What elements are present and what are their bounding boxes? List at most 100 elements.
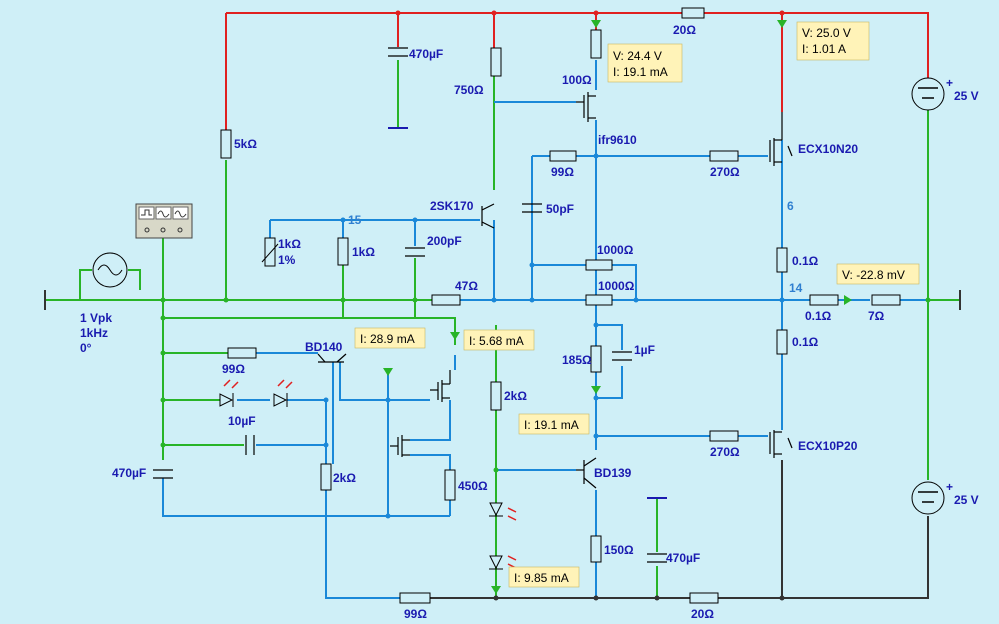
label-q-ifr9610: ifr9610: [598, 133, 637, 147]
resistor-185: [590, 345, 602, 373]
probe-vas-current: I: 5.68 mA: [469, 334, 524, 348]
label-r-150: 150Ω: [604, 543, 634, 557]
label-r-2k-left: 2kΩ: [333, 471, 356, 485]
probe-output[interactable]: V: -22.8 mV: [836, 263, 920, 285]
label-v-bot: 25 V: [954, 493, 979, 507]
label-c-200p: 200pF: [427, 234, 462, 248]
label-c-1u: 1µF: [634, 343, 655, 357]
resistor-0.1-out: [809, 294, 839, 306]
label-r-99-upper: 99Ω: [551, 165, 574, 179]
ground-wires: [45, 60, 960, 598]
mosfet-bias-upper: [430, 370, 451, 402]
resistor-750: [490, 47, 502, 77]
terminals: [44, 127, 961, 499]
label-r-0.1-bot: 0.1Ω: [792, 335, 819, 349]
probe-led[interactable]: I: 9.85 mA: [508, 566, 580, 588]
resistor-99-bot: [399, 592, 431, 604]
label-r-7: 7Ω: [868, 309, 885, 323]
resistors: [220, 7, 901, 604]
label-r-100: 100Ω: [562, 73, 592, 87]
label-r-99-mid: 99Ω: [222, 362, 245, 376]
label-r-1000-b: 1000Ω: [598, 279, 635, 293]
probe-bd140-current: I: 28.9 mA: [360, 332, 415, 346]
led-mid-1: [489, 502, 517, 521]
capacitor-1u: [612, 351, 632, 361]
transistors: [317, 92, 793, 489]
oscilloscope-icon[interactable]: [135, 203, 193, 239]
bjt-bd140: [317, 353, 347, 363]
probe-ifr9610[interactable]: V: 24.4 V I: 19.1 mA: [607, 43, 683, 83]
label-r-0.1-out: 0.1Ω: [805, 309, 832, 323]
label-r-0.1-top: 0.1Ω: [792, 254, 819, 268]
label-r-20-bot: 20Ω: [691, 607, 714, 621]
probe-output-voltage: V: -22.8 mV: [842, 268, 905, 282]
capacitors: [153, 47, 667, 563]
label-r-1k-trim-tol: 1%: [278, 253, 296, 267]
mosfet-bias-lower: [390, 435, 410, 457]
label-q-bd139: BD139: [594, 466, 632, 480]
label-r-270-upper: 270Ω: [710, 165, 740, 179]
bjt-bd139: [576, 457, 597, 489]
node-14: 14: [789, 281, 803, 295]
label-q-ecx10p20: ECX10P20: [798, 439, 858, 453]
capacitor-10u: [245, 435, 255, 455]
label-c-470u-bot: 470µF: [666, 551, 700, 565]
node-labels: 15 6 14: [348, 199, 803, 295]
label-q-2sk170: 2SK170: [430, 199, 474, 213]
probe-ifr9610-current: I: 19.1 mA: [613, 65, 668, 79]
capacitor-50p: [522, 203, 542, 213]
label-q-bd140: BD140: [305, 340, 343, 354]
label-r-47: 47Ω: [455, 279, 478, 293]
probe-ifr9610-voltage: V: 24.4 V: [613, 49, 662, 63]
label-q-ecx10n20: ECX10N20: [798, 142, 858, 156]
resistor-270-upper: [709, 150, 739, 162]
resistor-99-mid: [227, 347, 257, 359]
capacitor-470u-top: [388, 47, 408, 57]
label-c-470u-top: 470µF: [409, 47, 443, 61]
resistor-1k: [337, 237, 349, 266]
jfet-2sk170: [481, 203, 495, 229]
label-c-50p: 50pF: [546, 202, 574, 216]
resistor-1000-b: [585, 294, 613, 306]
resistor-150: [590, 535, 602, 563]
capacitor-200p: [405, 247, 425, 257]
label-v-top-plus: +: [946, 76, 953, 90]
probe-vas[interactable]: I: 5.68 mA: [463, 329, 535, 351]
capacitor-470u-bot: [647, 553, 667, 563]
label-r-270-lower: 270Ω: [710, 445, 740, 459]
resistor-1k-trim: [264, 237, 276, 267]
capacitor-470u-left: [153, 469, 173, 479]
label-r-185: 185Ω: [562, 353, 592, 367]
probe-led-current: I: 9.85 mA: [514, 571, 569, 585]
label-r-750: 750Ω: [454, 83, 484, 97]
label-v-bot-plus: +: [946, 480, 953, 494]
led-left-2: [273, 379, 293, 407]
resistor-450: [444, 469, 456, 501]
resistor-99-upper: [549, 150, 577, 162]
dc-source-bot: [911, 481, 945, 515]
node-15: 15: [348, 213, 362, 227]
node-6: 6: [787, 199, 794, 213]
probe-supply[interactable]: V: 25.0 V I: 1.01 A: [796, 21, 870, 61]
component-labels: 20Ω 470µF 750Ω 100Ω ifr9610 5kΩ 99Ω 270Ω…: [80, 23, 979, 621]
label-r-99-bot: 99Ω: [404, 607, 427, 621]
leds: [219, 379, 517, 570]
resistor-20-top: [681, 7, 705, 19]
resistor-2k-mid: [490, 381, 502, 411]
label-r-1k-trim: 1kΩ: [278, 237, 301, 251]
label-r-1000-a: 1000Ω: [597, 243, 634, 257]
probe-bd140[interactable]: I: 28.9 mA: [354, 327, 426, 349]
label-r-20-top: 20Ω: [673, 23, 696, 37]
label-r-5k: 5kΩ: [234, 137, 257, 151]
probe-supply-current: I: 1.01 A: [802, 42, 846, 56]
signal-wires: [162, 60, 928, 599]
mosfet-ifr9610: [576, 92, 596, 122]
mosfet-ecx10p20: [769, 430, 793, 458]
negative-rail-wires: [430, 460, 929, 599]
resistor-0.1-bot: [776, 329, 788, 355]
label-src-freq: 1kHz: [80, 326, 108, 340]
resistor-270-lower: [709, 430, 739, 442]
probe-185[interactable]: I: 19.1 mA: [518, 413, 590, 435]
resistor-20-bot: [689, 592, 719, 604]
